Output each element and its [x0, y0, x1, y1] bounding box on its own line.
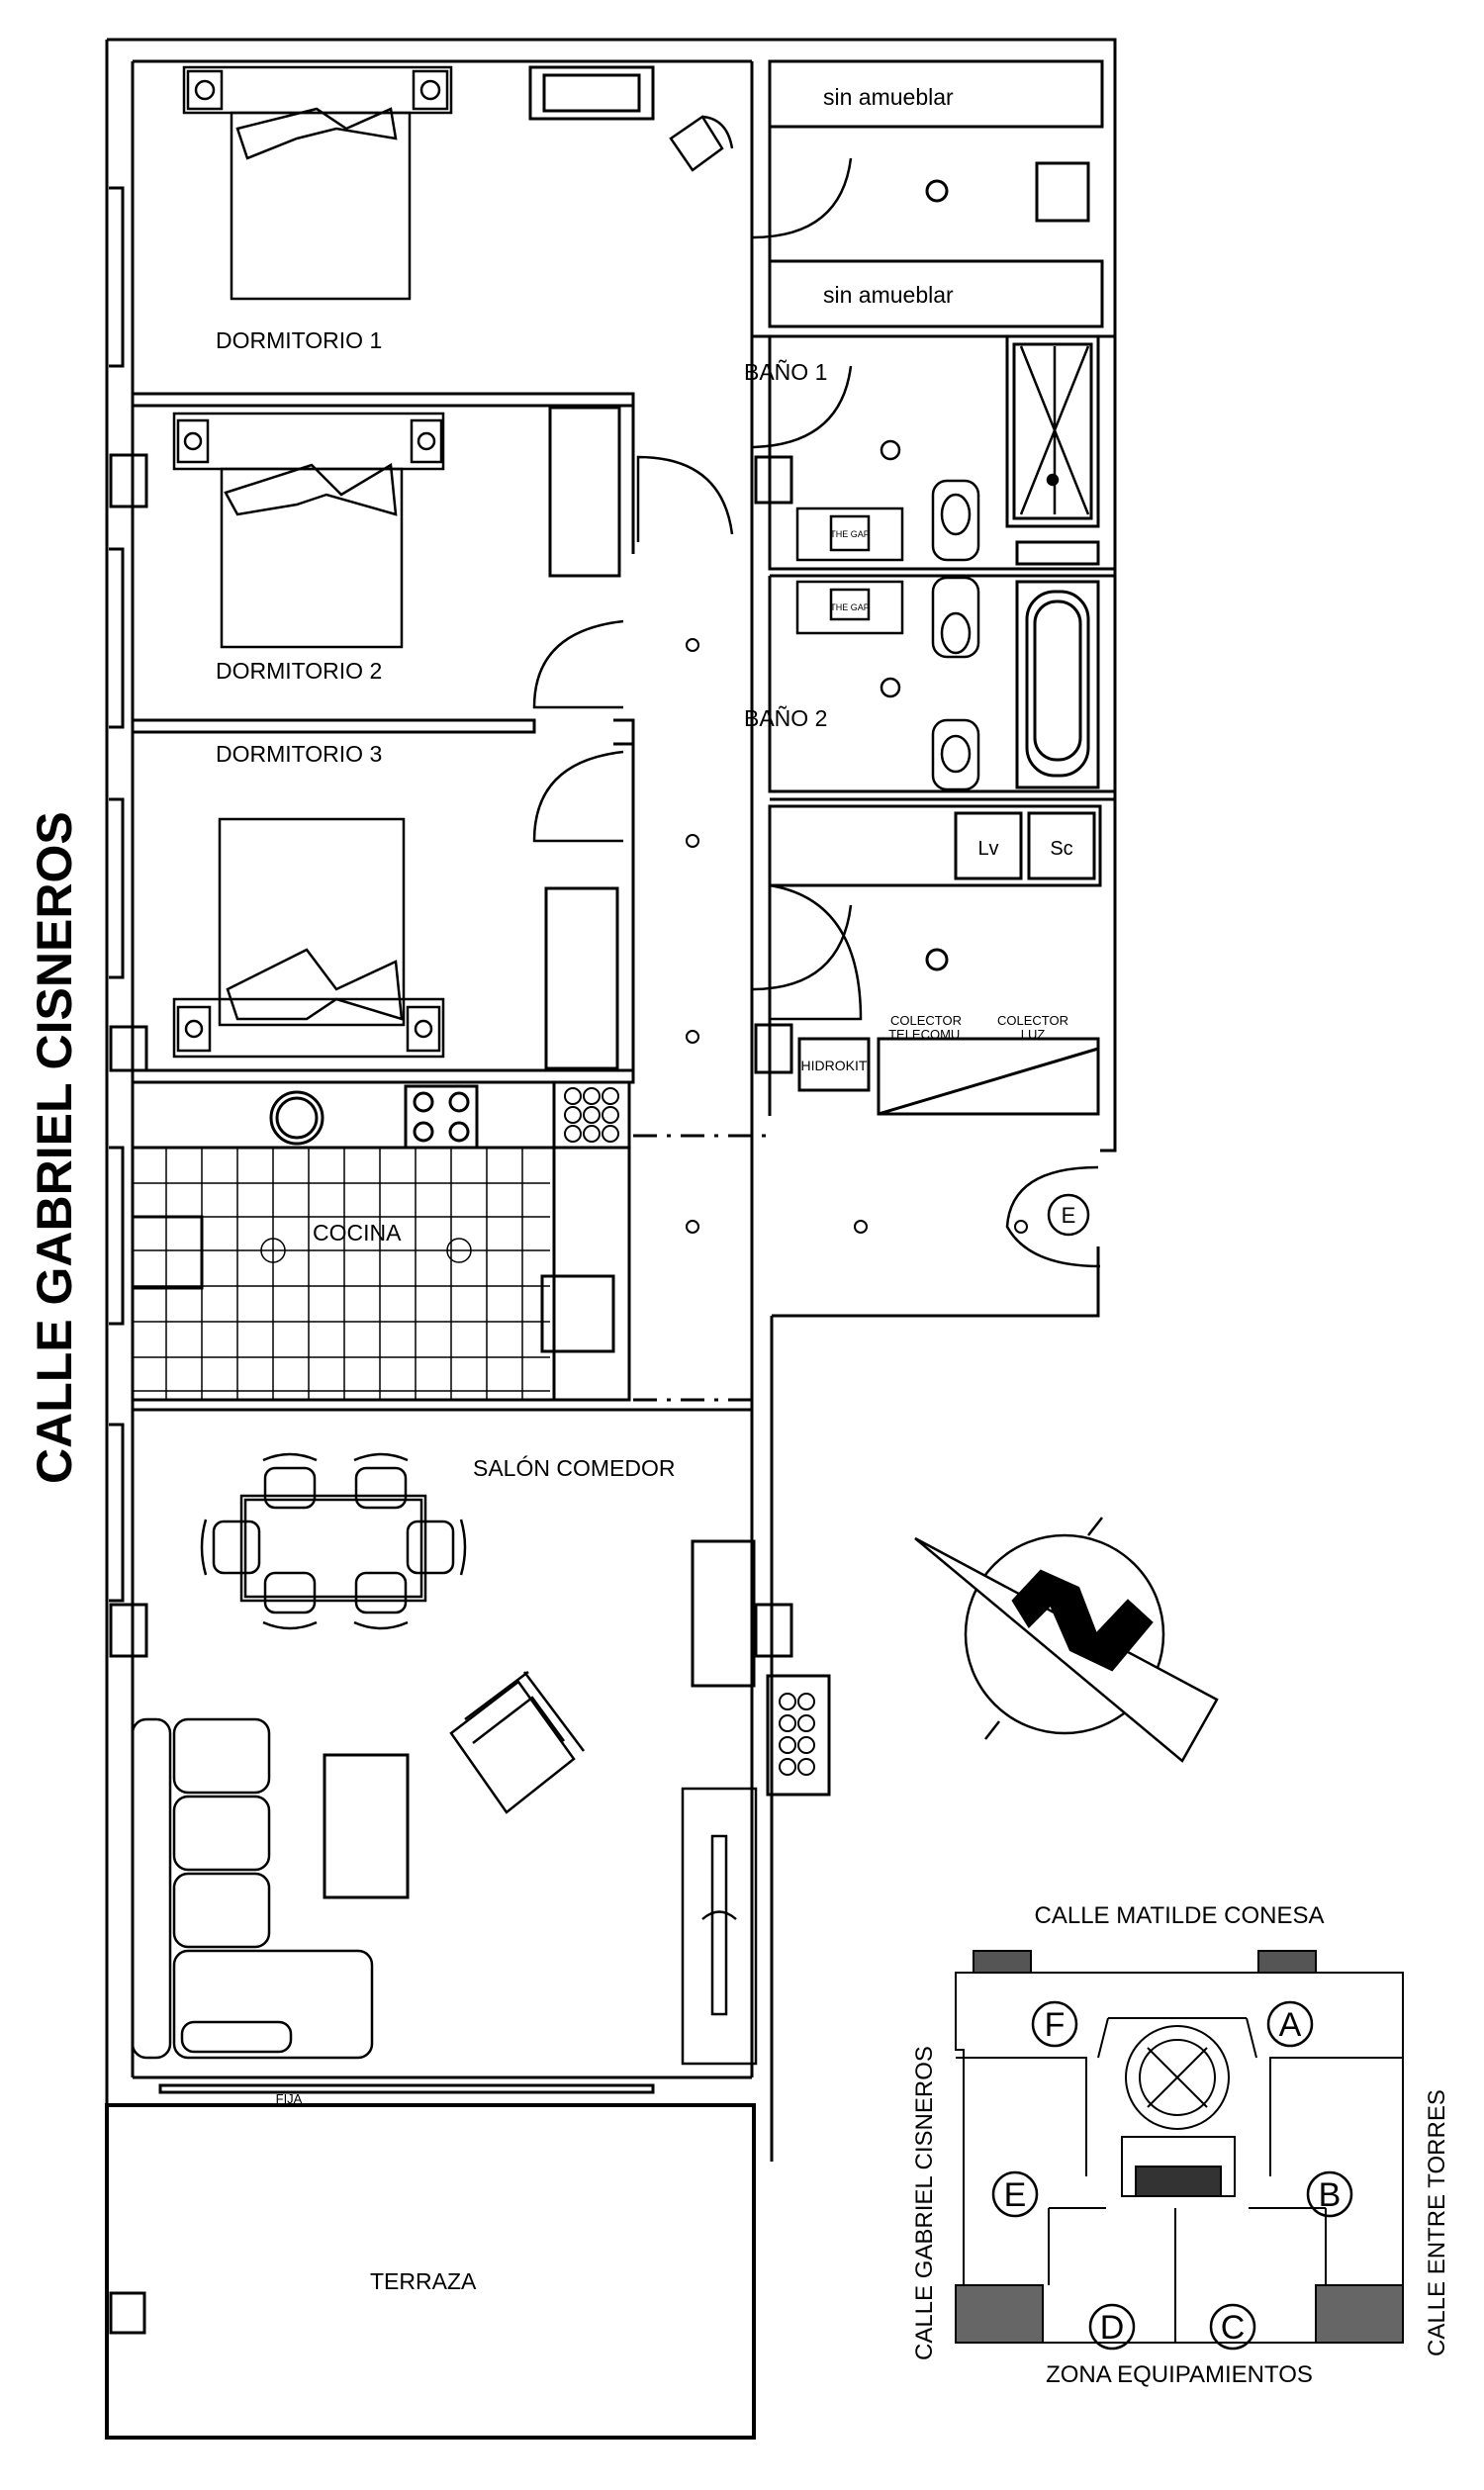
label-bano-2: BAÑO 2 [744, 705, 827, 731]
label-lavadora: Lv [977, 838, 998, 860]
label-salon-comedor: SALÓN COMEDOR [473, 1455, 675, 1481]
bed-3 [172, 817, 445, 1059]
bed-1 [182, 65, 453, 301]
dormitorio-2-walls [109, 404, 635, 791]
unit-letters: A B C D E F [1004, 2006, 1342, 2347]
street-top: CALLE MATILDE CONESA [1035, 1902, 1325, 1929]
labels: DORMITORIO 1 DORMITORIO 2 DORMITORIO 3 B… [27, 84, 1450, 2388]
label-sin-amueblar-1: sin amueblar [823, 84, 954, 110]
unit-b: B [1319, 2176, 1342, 2214]
street-right: CALLE ENTRE TORRES [1424, 2089, 1450, 2356]
label-dormitorio-1: DORMITORIO 1 [216, 327, 382, 353]
key-plan [955, 1950, 1404, 2344]
sofa [131, 1717, 374, 2060]
label-bano-1: BAÑO 1 [744, 359, 827, 385]
dormitorio-1-walls [109, 65, 655, 408]
bed-2 [172, 412, 445, 649]
label-sink-1: THE GAP [830, 529, 870, 539]
bathroom-fixtures [795, 345, 1090, 791]
kitchen-tiles [133, 1148, 550, 1400]
living-armchair [449, 1671, 585, 1814]
laundry-walls [754, 804, 1102, 1116]
label-hidrokit: HIDROKIT [801, 1058, 868, 1073]
street-left: CALLE GABRIEL CISNEROS [911, 2046, 938, 2360]
unit-e: E [1004, 2176, 1027, 2214]
label-entry: E [1062, 1203, 1076, 1228]
entrance [1005, 1165, 1101, 1268]
unit-f: F [1045, 2006, 1066, 2044]
north-arrow-icon [914, 1517, 1219, 1763]
armchair [669, 115, 734, 172]
coffee-table [323, 1753, 410, 1899]
label-cocina: COCINA [313, 1220, 402, 1245]
dining-table [200, 1452, 467, 1630]
label-dormitorio-3: DORMITORIO 3 [216, 741, 382, 767]
label-fija: FIJA [276, 2091, 303, 2106]
street-main: CALLE GABRIEL CISNEROS [27, 811, 82, 1484]
street-bottom: ZONA EQUIPAMIENTOS [1046, 2361, 1313, 2388]
terrace [105, 2103, 756, 2440]
ceiling-lights [686, 638, 1028, 1234]
dash-dot-lines [633, 1134, 770, 1402]
unit-labels [991, 2000, 1353, 2351]
kitchen [109, 1080, 631, 1402]
label-dormitorio-2: DORMITORIO 2 [216, 658, 382, 684]
bedroom-doors [532, 157, 853, 991]
label-sin-amueblar-2: sin amueblar [823, 282, 954, 308]
label-colector-luz-2: LUZ [1021, 1027, 1046, 1042]
bathroom-walls [754, 334, 1115, 801]
label-colector-luz-1: COLECTOR [997, 1013, 1068, 1028]
unit-a: A [1279, 2006, 1302, 2044]
label-sink-2: THE GAP [830, 602, 870, 612]
tv-unit [681, 1787, 758, 2066]
label-colector-telecom-2: TELECOMU. [888, 1027, 964, 1042]
label-secadora: Sc [1050, 838, 1072, 860]
label-colector-telecom-1: COLECTOR [890, 1013, 962, 1028]
unit-d: D [1100, 2309, 1125, 2347]
label-terraza: TERRAZA [370, 2268, 477, 2294]
unit-c: C [1221, 2309, 1246, 2347]
salon-walls [109, 1408, 831, 2094]
